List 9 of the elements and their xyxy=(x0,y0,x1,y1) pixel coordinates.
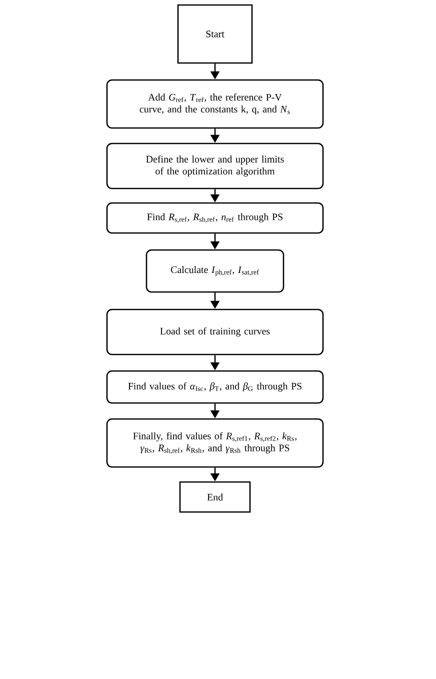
process-box: Finally, find values of R$_{s,ref1}$, R$_{s,ref2}$, k$_{Rs}$, γ$_{Rs}$, R$_{sh,ref}$, k$_{Rsh}$, and γ$_{Rsh}$ through PS xyxy=(106,418,324,468)
terminal-box: End xyxy=(179,481,251,513)
process-box: Add G$_{ref}$, T$_{ref}$, the reference P-V curve, and the constants k, q, and N$_{s}$ xyxy=(106,79,324,129)
process-box: Load set of training curves xyxy=(106,308,324,356)
process-box: Find values of α$_{Isc}$, β$_{T}$, and β$_{G}$ through PS xyxy=(106,370,324,404)
process-box: Define the lower and upper limits of the optimization algorithm xyxy=(106,142,324,190)
process-box: Find R$_{s,ref}$, R$_{sh,ref}$, n$_{ref}$ through PS xyxy=(106,202,324,234)
process-box: Calculate I$_{ph,ref}$, I$_{sat,ref}$ xyxy=(146,249,284,293)
terminal-box: Start xyxy=(177,4,253,64)
